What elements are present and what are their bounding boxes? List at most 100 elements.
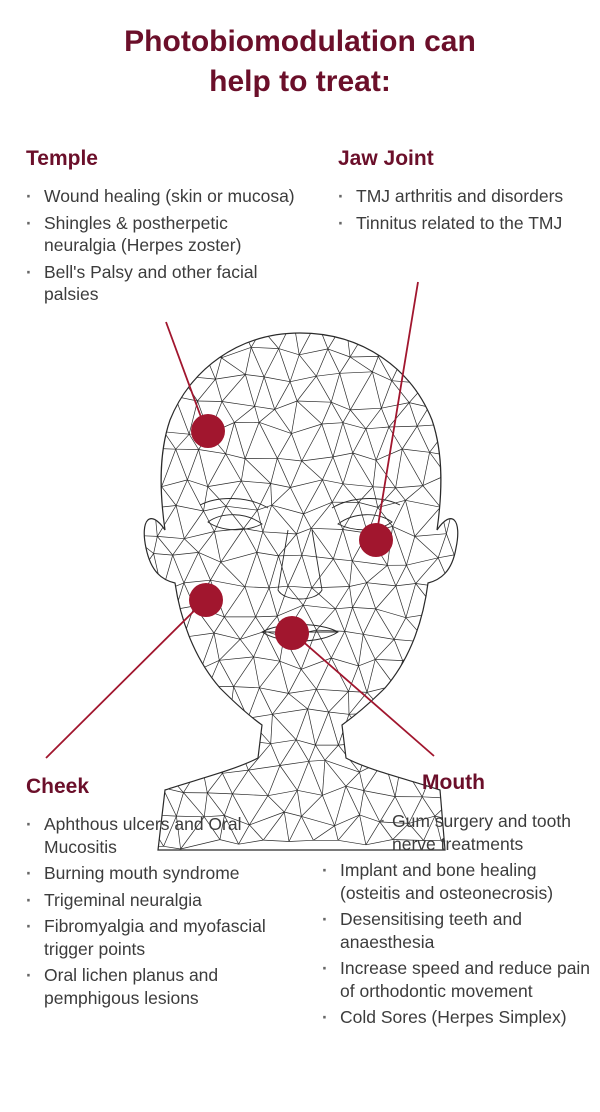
mesh-edge	[408, 402, 418, 427]
mesh-edge	[187, 449, 199, 481]
mesh-edge	[342, 409, 351, 423]
mesh-edge	[435, 333, 443, 350]
mesh-edge	[392, 526, 407, 566]
mesh-edge	[243, 509, 258, 529]
mesh-edge	[214, 506, 227, 532]
mesh-edge	[435, 349, 458, 354]
mesh-edge	[317, 320, 345, 321]
mesh-edge	[156, 321, 187, 325]
mesh-edge	[448, 663, 458, 689]
mesh-edge	[224, 793, 233, 816]
mesh-edge	[330, 373, 341, 403]
mesh-edge	[428, 399, 458, 408]
mesh-edge	[214, 531, 222, 563]
mesh-edge	[330, 631, 346, 659]
mouth-pointer-line	[291, 631, 435, 757]
mesh-edge	[438, 554, 455, 559]
mesh-edge	[392, 714, 402, 743]
mesh-edge	[322, 785, 347, 796]
mesh-edge	[233, 686, 260, 689]
mesh-edge	[365, 426, 389, 430]
mesh-edge	[332, 529, 344, 560]
mesh-edge	[210, 562, 222, 581]
mesh-edge	[279, 765, 298, 791]
mesh-edge	[168, 683, 182, 716]
list-item: Desensitising teeth and anaesthesia	[322, 908, 592, 953]
mesh-edge	[175, 449, 188, 481]
mesh-edge	[332, 456, 344, 484]
cheek-list: Aphthous ulcers and Oral Mucositis Burni…	[26, 813, 296, 1013]
mesh-edge	[254, 406, 260, 423]
mesh-edge	[435, 349, 454, 383]
mesh-edge	[328, 711, 350, 715]
mesh-edge	[335, 608, 346, 632]
mesh-edge	[301, 795, 323, 817]
mesh-edge	[168, 710, 199, 716]
mesh-edge	[350, 356, 379, 358]
mesh-edge	[291, 423, 322, 434]
mesh-edge	[154, 486, 162, 508]
mouth-list: Gum surgery and tooth nerve treatments I…	[322, 810, 592, 1033]
mesh-edge	[144, 611, 149, 633]
left-brow	[199, 498, 269, 509]
mesh-edge	[369, 742, 385, 761]
mesh-edge	[201, 763, 223, 774]
mesh-edge	[277, 457, 302, 462]
mesh-edge	[362, 608, 377, 635]
mesh-edge	[167, 763, 202, 775]
mesh-edge	[267, 795, 285, 813]
mesh-edge	[277, 604, 304, 617]
mesh-edge	[232, 769, 249, 795]
mesh-edge	[206, 333, 222, 358]
mesh-edge	[188, 434, 199, 450]
mesh-edge	[392, 500, 406, 527]
mesh-edge	[362, 634, 376, 660]
list-item: Oral lichen planus and pemphigous lesion…	[26, 964, 296, 1009]
mesh-edge	[253, 656, 280, 662]
mesh-edge	[444, 718, 454, 736]
mesh-edge	[144, 631, 161, 635]
mesh-edge	[180, 668, 202, 685]
mesh-edge	[207, 792, 233, 795]
mesh-edge	[316, 629, 332, 659]
mesh-edge	[406, 565, 417, 584]
mesh-edge	[144, 787, 163, 815]
mesh-edge	[363, 790, 381, 823]
mesh-edge	[405, 583, 417, 618]
mesh-edge	[303, 501, 333, 515]
mesh-edge	[358, 486, 374, 503]
mesh-edge	[258, 422, 278, 459]
list-item: Gum surgery and tooth nerve treatments	[380, 810, 592, 855]
mesh-edge	[349, 371, 373, 411]
mesh-edge	[233, 656, 254, 687]
mesh-edge	[251, 346, 279, 349]
mesh-edge	[278, 333, 294, 349]
cheek-heading: Cheek	[26, 775, 90, 798]
mesh-edge	[392, 739, 416, 744]
mesh-edge	[307, 708, 329, 713]
mesh-edge	[342, 502, 359, 530]
mesh-edge	[262, 531, 279, 557]
mesh-edge	[262, 531, 297, 535]
mesh-edge	[164, 714, 169, 736]
mesh-edge	[160, 633, 184, 638]
mesh-edge	[394, 685, 402, 716]
mesh-edge	[283, 790, 298, 813]
mesh-edge	[268, 587, 278, 617]
mesh-edge	[144, 587, 163, 592]
mesh-edge	[401, 448, 424, 486]
mesh-edge	[395, 583, 416, 587]
mesh-edge	[332, 422, 344, 457]
mesh-edge	[358, 502, 378, 508]
mesh-edge	[427, 629, 443, 660]
mesh-edge	[225, 422, 235, 454]
mesh-edge	[381, 408, 390, 428]
mesh-edge	[148, 762, 168, 775]
mesh-edge	[366, 582, 396, 587]
mesh-edge	[321, 423, 334, 458]
mesh-edge	[301, 816, 335, 827]
mesh-edge	[301, 456, 334, 462]
mesh-edge	[153, 553, 173, 556]
mesh-edge	[272, 708, 308, 715]
